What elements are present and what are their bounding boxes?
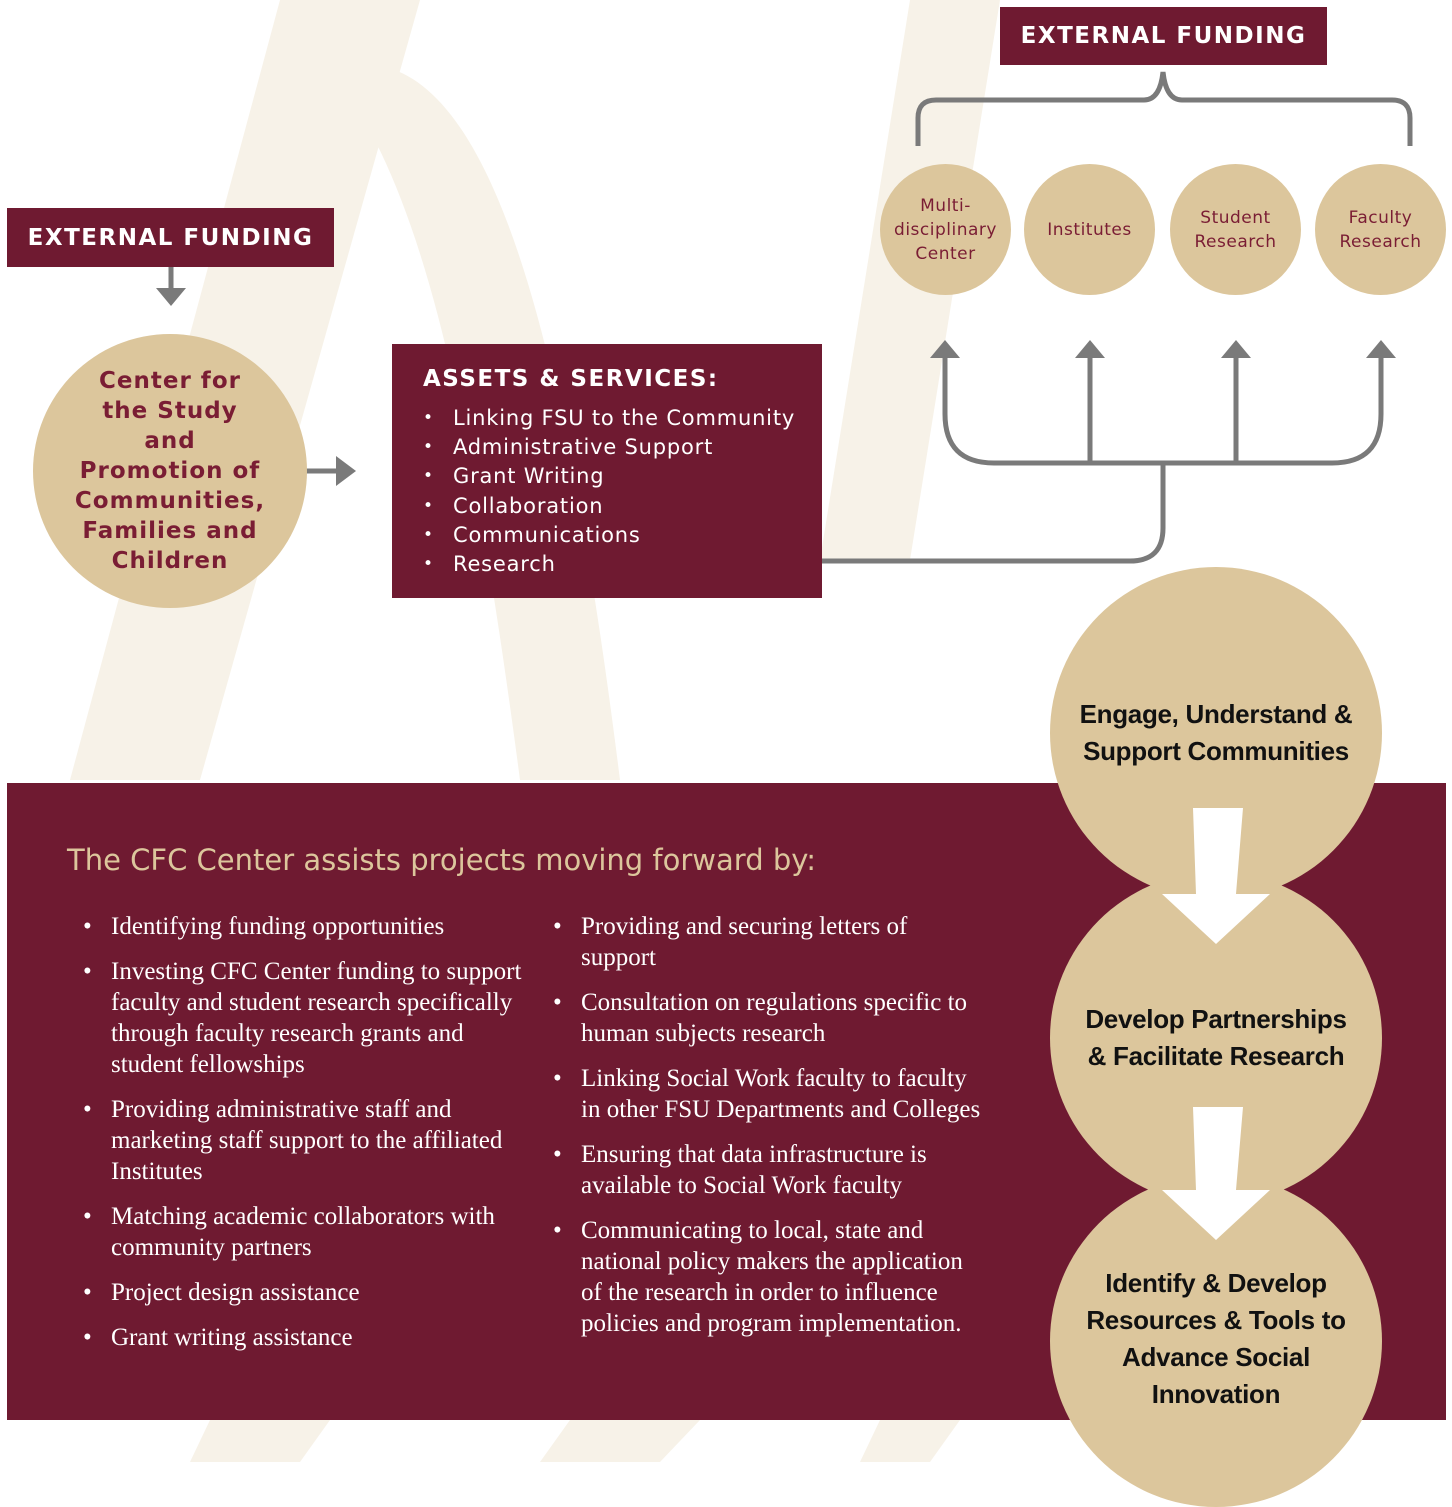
arrow-up-faculty [1366,340,1396,358]
assets-item: Research [423,550,822,579]
panel-list-item: Investing CFC Center funding to support … [83,956,523,1080]
arrow-up-multidisciplinary [930,340,960,358]
institutes-circle: Institutes [1024,164,1155,295]
assets-item: Grant Writing [423,462,822,491]
goal-arrow-1 [1162,808,1270,944]
goal-engage-text: Engage, Understand & Support Communities [1079,699,1353,766]
assets-item: Administrative Support [423,433,822,462]
multidisciplinary-line-3: Center [915,243,976,264]
distribution-bracket [942,356,1384,466]
external-funding-top-text: EXTERNAL FUNDING [1020,23,1307,49]
center-to-assets-arrow-head [336,456,356,486]
multidisciplinary-line-1: Multi- [920,195,971,216]
external-funding-left-text: EXTERNAL FUNDING [27,224,314,251]
assets-item: Linking FSU to the Community [423,404,822,433]
panel-list-item: Providing and securing letters of suppor… [553,911,983,973]
panel-list-item: Communicating to local, state and nation… [553,1215,983,1339]
arrow-up-student [1221,340,1251,358]
assets-services-title: ASSETS & SERVICES: [423,366,719,392]
goal-arrows [1162,808,1270,1240]
panel-list-item: Matching academic collaborators with com… [83,1201,523,1263]
goal-identify-circle: Identify & Develop Resources & Tools to … [1050,1175,1382,1507]
student-research-circle: Student Research [1170,164,1301,295]
panel-list-item: Project design assistance [83,1277,523,1308]
faculty-research-line-1: Faculty [1348,207,1413,228]
multidisciplinary-center-circle: Multi- disciplinary Center [880,164,1011,295]
panel-heading: The CFC Center assists projects moving f… [67,843,817,877]
assets-distribution-line [822,463,1166,564]
multidisciplinary-line-2: disciplinary [894,219,997,240]
connector-lines [156,71,1413,564]
swoosh-shape-bottom [190,1420,960,1462]
panel-list-item: Ensuring that data infrastructure is ava… [553,1139,983,1201]
external-funding-left-label: EXTERNAL FUNDING [7,208,334,267]
assets-item: Collaboration [423,492,822,521]
panel-left-list: Identifying funding opportunities Invest… [83,911,523,1367]
panel-list-item: Identifying funding opportunities [83,911,523,942]
panel-list-item: Linking Social Work faculty to faculty i… [553,1063,983,1125]
arrow-up-institutes [1075,340,1105,358]
panel-list-item: Providing administrative staff and marke… [83,1094,523,1187]
panel-right-list: Providing and securing letters of suppor… [553,911,983,1353]
cfc-center-circle: Center for the Study and Promotion of Co… [33,334,307,608]
goal-develop-text: Develop Partnerships & Facilitate Resear… [1085,1004,1347,1071]
faculty-research-circle: Faculty Research [1315,164,1446,295]
institutes-label: Institutes [1047,219,1132,240]
assets-services-list: Linking FSU to the Community Administrat… [423,404,822,579]
faculty-research-line-2: Research [1339,231,1422,252]
external-funding-top-label: EXTERNAL FUNDING [1000,7,1327,65]
goal-identify-text: Identify & Develop Resources & Tools to … [1086,1268,1346,1409]
top-brace [915,71,1413,146]
cfc-center-name: Center for the Study and Promotion of Co… [74,368,266,574]
student-research-line-1: Student [1200,207,1271,228]
assets-item: Communications [423,521,822,550]
funding-down-arrow-head [156,288,186,306]
goal-arrow-2 [1162,1107,1270,1240]
assets-services-box: ASSETS & SERVICES: Linking FSU to the Co… [392,344,822,598]
student-research-line-2: Research [1194,231,1277,252]
panel-list-item: Consultation on regulations specific to … [553,987,983,1049]
panel-list-item: Grant writing assistance [83,1322,523,1353]
